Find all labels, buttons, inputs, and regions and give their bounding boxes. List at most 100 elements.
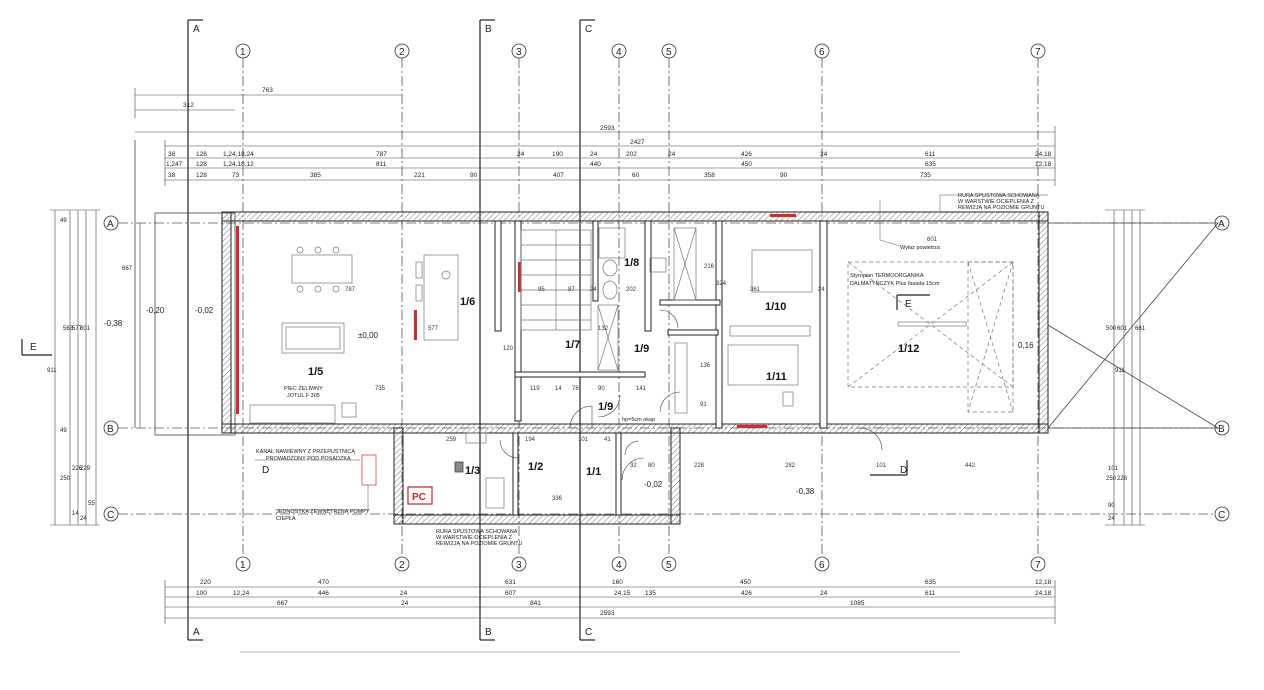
svg-text:450: 450 bbox=[740, 579, 751, 586]
svg-text:101: 101 bbox=[578, 437, 589, 443]
dimension-lines-top bbox=[134, 88, 1056, 186]
svg-text:226: 226 bbox=[1117, 476, 1128, 482]
svg-text:12,18: 12,18 bbox=[1035, 579, 1052, 586]
wall-south-main bbox=[221, 423, 1049, 434]
svg-text:A: A bbox=[107, 219, 114, 230]
axis-bubble-C-left: C bbox=[103, 506, 119, 522]
svg-text:358: 358 bbox=[704, 172, 715, 179]
stairs bbox=[520, 229, 592, 331]
svg-text:500: 500 bbox=[1106, 326, 1117, 332]
wardrobe-17 bbox=[597, 304, 619, 371]
sideboard bbox=[249, 404, 336, 424]
toilet bbox=[602, 280, 618, 300]
room-label-1-3: 1/3 bbox=[465, 465, 480, 477]
rura-note-2: W WARSTWIE OCIEPLENIA Z bbox=[958, 199, 1035, 205]
svg-text:631: 631 bbox=[505, 579, 516, 586]
svg-text:128: 128 bbox=[196, 172, 207, 179]
furniture bbox=[249, 227, 1014, 509]
axis-bubble-4-bottom: 4 bbox=[611, 556, 627, 572]
wall-annex-west bbox=[393, 427, 404, 525]
kitchen-island bbox=[423, 254, 459, 341]
svg-text:221: 221 bbox=[414, 172, 425, 179]
dimension-lines-right bbox=[1105, 209, 1145, 526]
roof-triangle-east-2 bbox=[1047, 324, 1220, 429]
svg-text:24: 24 bbox=[818, 287, 825, 293]
svg-text:128: 128 bbox=[196, 161, 207, 168]
svg-text:100: 100 bbox=[196, 590, 207, 597]
svg-text:12,24: 12,24 bbox=[233, 590, 250, 597]
dining-table bbox=[291, 254, 353, 284]
svg-text:12,18: 12,18 bbox=[1035, 161, 1052, 168]
room-label-1-9a: 1/9 bbox=[634, 343, 649, 355]
section-label-c-bottom: C bbox=[585, 627, 592, 638]
svg-text:135: 135 bbox=[645, 590, 656, 597]
axis-bubble-2-top: 2 bbox=[394, 43, 410, 59]
styropian-note-1: Styropian TERMOORGANIKA bbox=[850, 273, 924, 279]
svg-text:±0,00: ±0,00 bbox=[358, 331, 379, 340]
svg-text:24,18: 24,18 bbox=[1035, 590, 1052, 597]
dimension-text-top: 763 312 2593 2427 38 128 1,24,18,24 787 … bbox=[166, 87, 1052, 179]
room-label-1-5: 1/5 bbox=[308, 366, 323, 378]
svg-text:24: 24 bbox=[820, 590, 828, 597]
pc-box: PC bbox=[407, 486, 433, 505]
section-label-e-right: E bbox=[905, 299, 912, 310]
section-label-d-right: D bbox=[900, 465, 907, 476]
pompa-note-1: JEDNOSTKA ZEWNĘTRZNA POMPY bbox=[276, 509, 370, 515]
svg-text:385: 385 bbox=[310, 172, 321, 179]
rura-note-b1: RURA SPUSTOWA SCHOWANA bbox=[436, 529, 518, 535]
svg-text:250: 250 bbox=[1106, 476, 1117, 482]
svg-text:190: 190 bbox=[552, 151, 563, 158]
svg-text:38: 38 bbox=[168, 172, 176, 179]
svg-text:635: 635 bbox=[925, 161, 936, 168]
svg-text:136: 136 bbox=[700, 363, 711, 369]
svg-text:4: 4 bbox=[616, 560, 622, 571]
axis-bubbles: 1 2 3 4 5 6 7 1 2 3 4 5 6 7 A B C A B C bbox=[103, 43, 1230, 572]
kanal-note-2: PROWADZONY POD POSADZKĄ bbox=[266, 456, 351, 462]
svg-text:811: 811 bbox=[376, 161, 387, 168]
axis-bubble-6-bottom: 6 bbox=[814, 556, 830, 572]
svg-text:661: 661 bbox=[1135, 326, 1146, 332]
svg-text:312: 312 bbox=[183, 102, 194, 109]
stove-note-1: PIEC ŻELIWNY bbox=[284, 385, 323, 392]
svg-text:24: 24 bbox=[80, 516, 87, 522]
bed-110 bbox=[751, 249, 813, 293]
wall-north bbox=[221, 211, 1049, 222]
wall-west bbox=[221, 211, 232, 434]
svg-text:24: 24 bbox=[400, 590, 408, 597]
svg-text:2: 2 bbox=[399, 560, 405, 571]
svg-text:6: 6 bbox=[819, 47, 825, 58]
svg-text:101: 101 bbox=[1108, 466, 1119, 472]
svg-text:2: 2 bbox=[399, 47, 405, 58]
washbasin bbox=[649, 257, 667, 273]
svg-text:6: 6 bbox=[819, 560, 825, 571]
svg-text:911: 911 bbox=[1115, 368, 1125, 374]
svg-text:132: 132 bbox=[598, 326, 609, 332]
section-label-c-top: C bbox=[585, 24, 592, 35]
svg-text:787: 787 bbox=[345, 287, 356, 293]
room-label-1-8: 1/8 bbox=[624, 257, 639, 269]
axis-bubble-3-top: 3 bbox=[511, 43, 527, 59]
svg-text:324: 324 bbox=[716, 281, 727, 287]
svg-text:24: 24 bbox=[820, 151, 828, 158]
svg-text:32: 32 bbox=[630, 463, 637, 469]
svg-text:601: 601 bbox=[1117, 326, 1128, 332]
room-label-1-12: 1/12 bbox=[898, 343, 919, 355]
svg-text:226: 226 bbox=[72, 466, 83, 472]
svg-text:470: 470 bbox=[318, 579, 329, 586]
section-label-a-top: A bbox=[193, 24, 200, 35]
svg-text:611: 611 bbox=[925, 590, 936, 597]
svg-text:787: 787 bbox=[376, 151, 387, 158]
svg-text:259: 259 bbox=[446, 437, 457, 443]
svg-text:-0,02: -0,02 bbox=[644, 480, 663, 489]
wall-east bbox=[1038, 211, 1049, 434]
svg-text:0,16: 0,16 bbox=[1018, 341, 1034, 350]
svg-text:-0,02: -0,02 bbox=[195, 306, 214, 315]
svg-text:60: 60 bbox=[632, 172, 640, 179]
room-label-1-10: 1/10 bbox=[765, 301, 786, 313]
svg-text:7: 7 bbox=[1035, 47, 1041, 58]
svg-text:24: 24 bbox=[590, 287, 597, 293]
room-label-1-1: 1/1 bbox=[586, 466, 601, 478]
svg-text:1,247: 1,247 bbox=[166, 161, 183, 168]
room-label-1-7: 1/7 bbox=[565, 339, 580, 351]
svg-text:B: B bbox=[1218, 424, 1225, 435]
